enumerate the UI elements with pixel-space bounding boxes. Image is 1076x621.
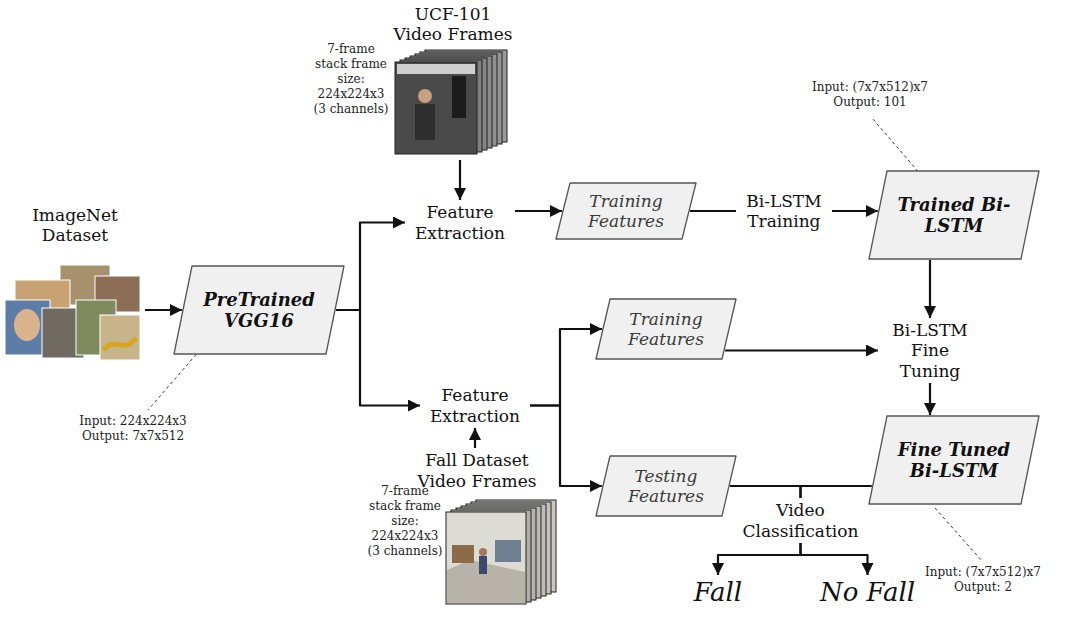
parallelogram-shape	[174, 266, 344, 354]
data-block: Testing Features	[595, 455, 737, 517]
annotation-text: 7-frame stack frame size: 224x224x3 (3 c…	[366, 484, 444, 559]
node-label: Fall	[694, 577, 742, 608]
furniture	[495, 540, 521, 562]
fall-frame-stack	[446, 500, 556, 604]
parallelogram-shape	[869, 171, 1039, 259]
process-step: Feature Extraction	[405, 200, 515, 245]
node-label: Training Features	[575, 191, 677, 231]
annotation-text: Input: (7x7x512)x7 Output: 101	[795, 80, 945, 110]
person-body	[479, 556, 487, 574]
snake-figure	[104, 338, 136, 350]
leader-line	[148, 350, 200, 410]
connector-arrow	[718, 543, 801, 575]
connector-arrow	[725, 349, 878, 351]
connector-arrow	[336, 223, 405, 311]
edge-label: Bi-LSTM Training	[736, 191, 832, 231]
process-step: Video Classification	[728, 498, 873, 543]
annotation-text: Input: (7x7x512)x7 Output: 2	[908, 565, 1058, 595]
ucf-frame-stack	[395, 50, 507, 154]
video-frame	[446, 512, 526, 604]
connector-arrow	[530, 406, 602, 487]
person-head	[479, 548, 487, 556]
parallelogram-shape	[596, 456, 736, 516]
dataset-source: UCF-101 Video Frames	[388, 2, 518, 160]
process-step: Bi-LSTM Fine Tuning	[878, 318, 982, 383]
annotation-text: 7-frame stack frame size: 224x224x3 (3 c…	[312, 42, 390, 117]
node-label: Feature Extraction	[424, 385, 526, 425]
connector-arrow	[929, 260, 931, 318]
node-label: Bi-LSTM Fine Tuning	[882, 320, 978, 380]
punching-bag	[452, 76, 466, 118]
model-block: PreTrained VGG16	[173, 265, 345, 355]
node-label: ImageNet Dataset	[9, 205, 141, 245]
connector-arrow	[801, 543, 868, 575]
connector-arrow	[459, 160, 461, 200]
output-class: Fall	[688, 575, 748, 610]
node-label: Video Classification	[732, 500, 869, 540]
process-step: Feature Extraction	[420, 383, 530, 428]
node-label: Fine Tuned Bi-LSTM	[892, 439, 1016, 481]
dataset-source: ImageNet Dataset	[5, 203, 145, 363]
connector-arrow	[515, 210, 562, 212]
model-block: Trained Bi-LSTM	[868, 170, 1040, 260]
node-label: Fall Dataset Video Frames	[416, 450, 538, 490]
connector-arrow	[530, 329, 602, 406]
ceiling-light	[397, 64, 475, 74]
connector-arrow	[801, 486, 872, 498]
node-label: Trained Bi-LSTM	[892, 194, 1016, 236]
node-label: PreTrained VGG16	[197, 289, 321, 331]
person-head	[418, 89, 432, 103]
leader-line	[935, 508, 982, 561]
parallelogram-shape	[556, 183, 696, 239]
video-frame	[395, 62, 477, 154]
node-label: Testing Features	[615, 466, 717, 506]
data-block: Training Features	[555, 182, 697, 240]
data-block: Training Features	[595, 298, 737, 360]
connector-arrow	[730, 486, 801, 498]
node-label: UCF-101 Video Frames	[392, 4, 514, 44]
model-block: Fine Tuned Bi-LSTM	[868, 415, 1040, 505]
annotation-text: Input: 224x224x3 Output: 7x7x512	[58, 414, 208, 444]
parallelogram-shape	[596, 299, 736, 359]
cat-figure	[14, 309, 40, 341]
person-body	[415, 104, 435, 140]
node-label: No Fall	[820, 577, 915, 608]
leader-line	[872, 118, 922, 176]
photo-thumb	[100, 315, 140, 360]
parallelogram-shape	[869, 416, 1039, 504]
connector-arrow	[336, 310, 420, 406]
node-label: Training Features	[615, 309, 717, 349]
connector-arrow	[474, 428, 476, 448]
output-class: No Fall	[815, 575, 921, 610]
leader-lines	[148, 118, 982, 561]
furniture	[452, 545, 474, 563]
node-label: Feature Extraction	[409, 202, 511, 242]
connector-arrow	[145, 309, 182, 311]
dataset-source: Fall Dataset Video Frames	[412, 448, 542, 493]
imagenet-collage	[5, 265, 140, 360]
connector-arrow	[929, 383, 931, 415]
